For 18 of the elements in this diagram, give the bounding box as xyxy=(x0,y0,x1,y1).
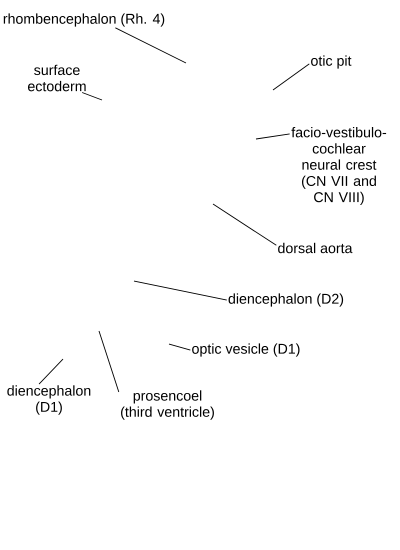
anatomy-label: otic pit xyxy=(311,55,352,69)
leader-line xyxy=(82,92,102,100)
leader-line xyxy=(212,204,277,246)
anatomy-label: optic vesicle (D1) xyxy=(192,343,300,357)
leader-line xyxy=(272,63,310,90)
leader-line xyxy=(168,344,191,350)
anatomy-label: rhombencephalon (Rh. 4) xyxy=(4,13,164,27)
anatomy-label: diencephalon (D1) xyxy=(7,385,90,415)
leader-line xyxy=(134,280,228,300)
leader-line xyxy=(38,358,64,385)
anatomy-label: prosencoel (third ventricle) xyxy=(121,390,214,420)
anatomy-label: facio-vestibulo- cochlear neural crest (CN VII and CN VIII) xyxy=(291,127,386,206)
anatomy-label: diencephalon (D2) xyxy=(228,293,344,307)
leader-line xyxy=(98,330,120,392)
leader-line xyxy=(114,27,186,64)
anatomy-label: surface ectoderm xyxy=(28,64,86,92)
leader-line xyxy=(256,134,290,140)
anatomy-label: dorsal aorta xyxy=(278,242,352,254)
